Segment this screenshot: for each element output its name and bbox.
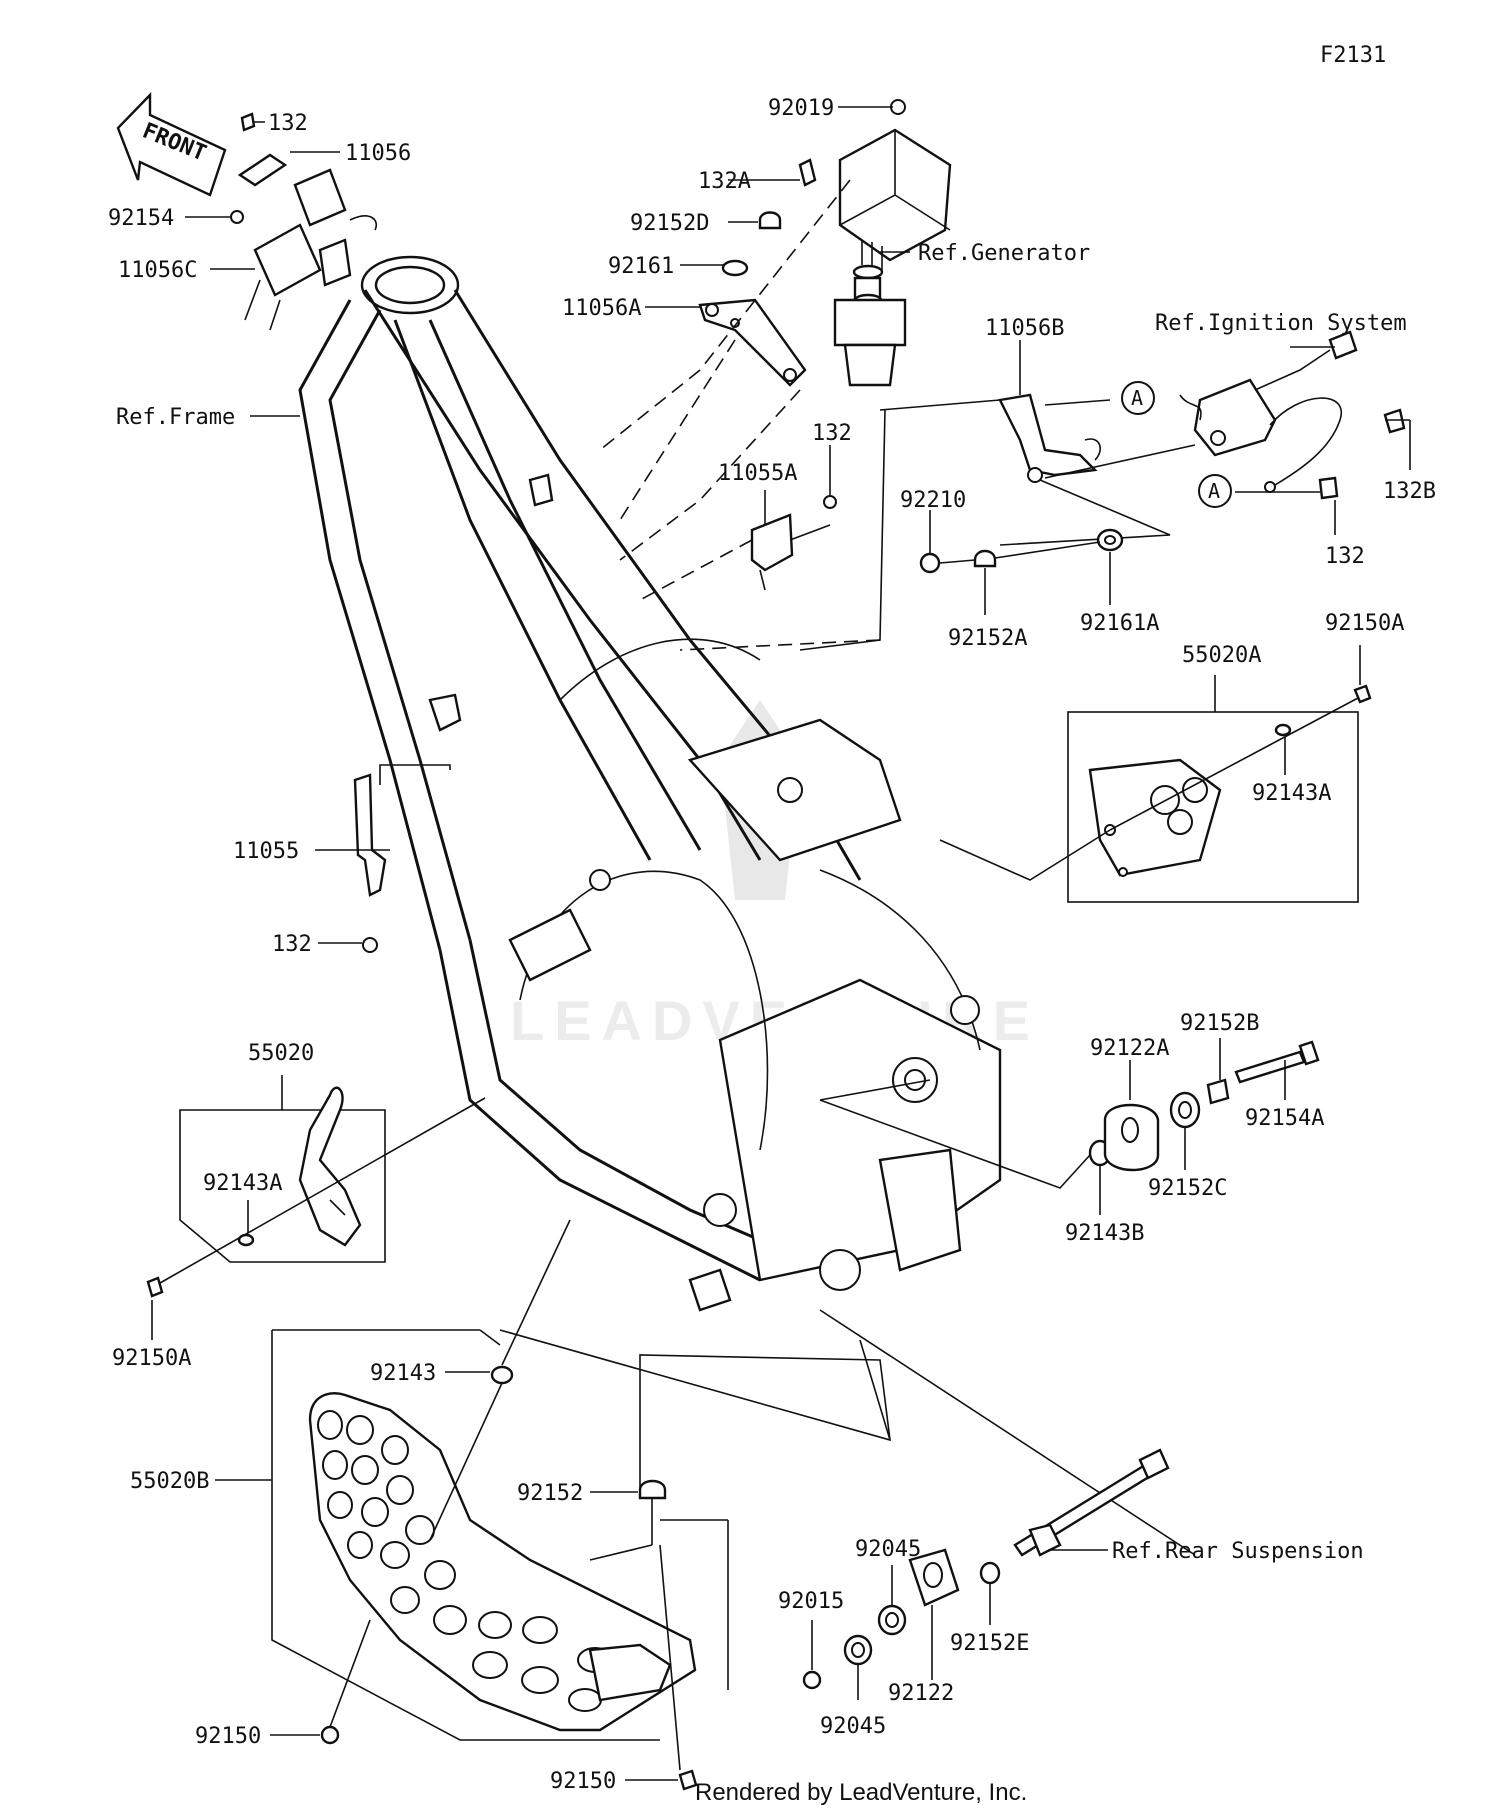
bolt-92150-bottom	[678, 1769, 698, 1791]
bolt-92150A-right	[1353, 684, 1372, 704]
bolt-132-left	[362, 937, 378, 953]
label-132-mid: 132	[812, 421, 852, 446]
label-92122: 92122	[888, 1681, 954, 1706]
bolt-132-top	[240, 112, 256, 132]
label-92019: 92019	[768, 96, 834, 121]
label-11056: 11056	[345, 141, 411, 166]
bolt-132B	[1383, 408, 1406, 434]
callout-a-bottom-text: A	[1208, 479, 1220, 503]
box-55020	[179, 1109, 386, 1263]
skid-plate-55020B	[308, 1392, 697, 1732]
bracket-11056A	[698, 158, 817, 387]
label-92045-bottom: 92045	[820, 1714, 886, 1739]
label-11055A: 11055A	[718, 461, 797, 486]
box-55020B	[271, 1330, 660, 1741]
label-92152C: 92152C	[1148, 1176, 1227, 1201]
collar-92152B	[1206, 1078, 1230, 1105]
label-55020B: 55020B	[130, 1469, 209, 1494]
label-92122A: 92122A	[1090, 1036, 1169, 1061]
callout-a-top-text: A	[1131, 386, 1143, 410]
bolt-92150A-left	[146, 1276, 164, 1298]
collar-92152D	[758, 211, 782, 230]
ignition-coil-assembly	[1179, 330, 1406, 500]
bolt-132A	[798, 158, 817, 187]
label-132-top: 132	[268, 111, 308, 136]
bolt-92154A	[1234, 1050, 1306, 1084]
label-55020A: 55020A	[1182, 643, 1261, 668]
label-11055: 11055	[233, 839, 299, 864]
regulator-assembly	[833, 99, 952, 387]
collar-92152E	[979, 1561, 1001, 1585]
callout-a-bottom: A	[1198, 474, 1232, 508]
washer-92143	[490, 1365, 514, 1385]
washer-row-92210	[919, 528, 1124, 574]
label-92154: 92154	[108, 206, 174, 231]
guard-55020A	[1088, 758, 1222, 877]
label-92152A: 92152A	[948, 626, 1027, 651]
washer-92143A-left	[237, 1233, 255, 1247]
label-ref-ignition: Ref.Ignition System	[1155, 311, 1407, 336]
pivot-parts	[1088, 1040, 1320, 1172]
label-92143A-left: 92143A	[203, 1171, 282, 1196]
nut-92210	[919, 552, 941, 574]
collar-92152	[638, 1479, 667, 1500]
bracket-11055	[353, 773, 387, 953]
bolt-132-right	[1318, 476, 1339, 500]
label-92152B: 92152B	[1180, 1011, 1259, 1036]
box-55020A	[1067, 711, 1359, 903]
label-92152E: 92152E	[950, 1631, 1029, 1656]
label-92143A-right: 92143A	[1252, 781, 1331, 806]
label-92150A-right: 92150A	[1325, 611, 1404, 636]
label-92154A: 92154A	[1245, 1106, 1324, 1131]
collar-92152A	[973, 549, 997, 568]
nut-92019	[890, 99, 906, 115]
bolt-92150-left	[320, 1725, 340, 1745]
main-frame	[298, 255, 1002, 1312]
label-ref-generator: Ref.Generator	[918, 241, 1090, 266]
grommet-92161	[721, 259, 749, 277]
label-92152D: 92152D	[630, 211, 709, 236]
label-92150A-left: 92150A	[112, 1346, 191, 1371]
label-132-right: 132	[1325, 544, 1365, 569]
guard-55020	[298, 1086, 362, 1247]
swingarm-pivot-parts	[802, 1448, 1170, 1690]
label-132-left: 132	[272, 932, 312, 957]
bracket-11055A	[750, 495, 837, 591]
label-92150-left: 92150	[195, 1724, 261, 1749]
label-92161A: 92161A	[1080, 611, 1159, 636]
callout-a-top: A	[1121, 381, 1155, 415]
footer-credit: Rendered by LeadVenture, Inc.	[695, 1779, 1027, 1806]
label-92045-top: 92045	[855, 1537, 921, 1562]
label-132B: 132B	[1383, 479, 1436, 504]
washer-92143A-right	[1274, 723, 1292, 737]
label-92161: 92161	[608, 254, 674, 279]
front-arrow-icon: FRONT	[116, 92, 227, 197]
bracket-11056-assembly	[230, 153, 377, 331]
label-ref-rear-suspension: Ref.Rear Suspension	[1112, 1539, 1364, 1564]
label-ref-frame: Ref.Frame	[116, 405, 235, 430]
label-11056C: 11056C	[118, 258, 197, 283]
label-11056A: 11056A	[562, 296, 641, 321]
part-labels: 132 11056 92154 11056C Ref.Frame 92019 1…	[108, 96, 1436, 1794]
label-92143: 92143	[370, 1361, 436, 1386]
label-92152: 92152	[517, 1481, 583, 1506]
label-92143B: 92143B	[1065, 1221, 1144, 1246]
nut-92015	[802, 1670, 822, 1690]
label-132A: 132A	[698, 169, 751, 194]
diagram-id: F2131	[1320, 43, 1386, 68]
label-11056B: 11056B	[985, 316, 1064, 341]
label-92210: 92210	[900, 488, 966, 513]
bracket-11056B	[998, 393, 1101, 483]
label-92015: 92015	[778, 1589, 844, 1614]
bolt-132-mid	[823, 495, 837, 509]
label-55020: 55020	[248, 1041, 314, 1066]
label-92150-bottom: 92150	[550, 1769, 616, 1794]
